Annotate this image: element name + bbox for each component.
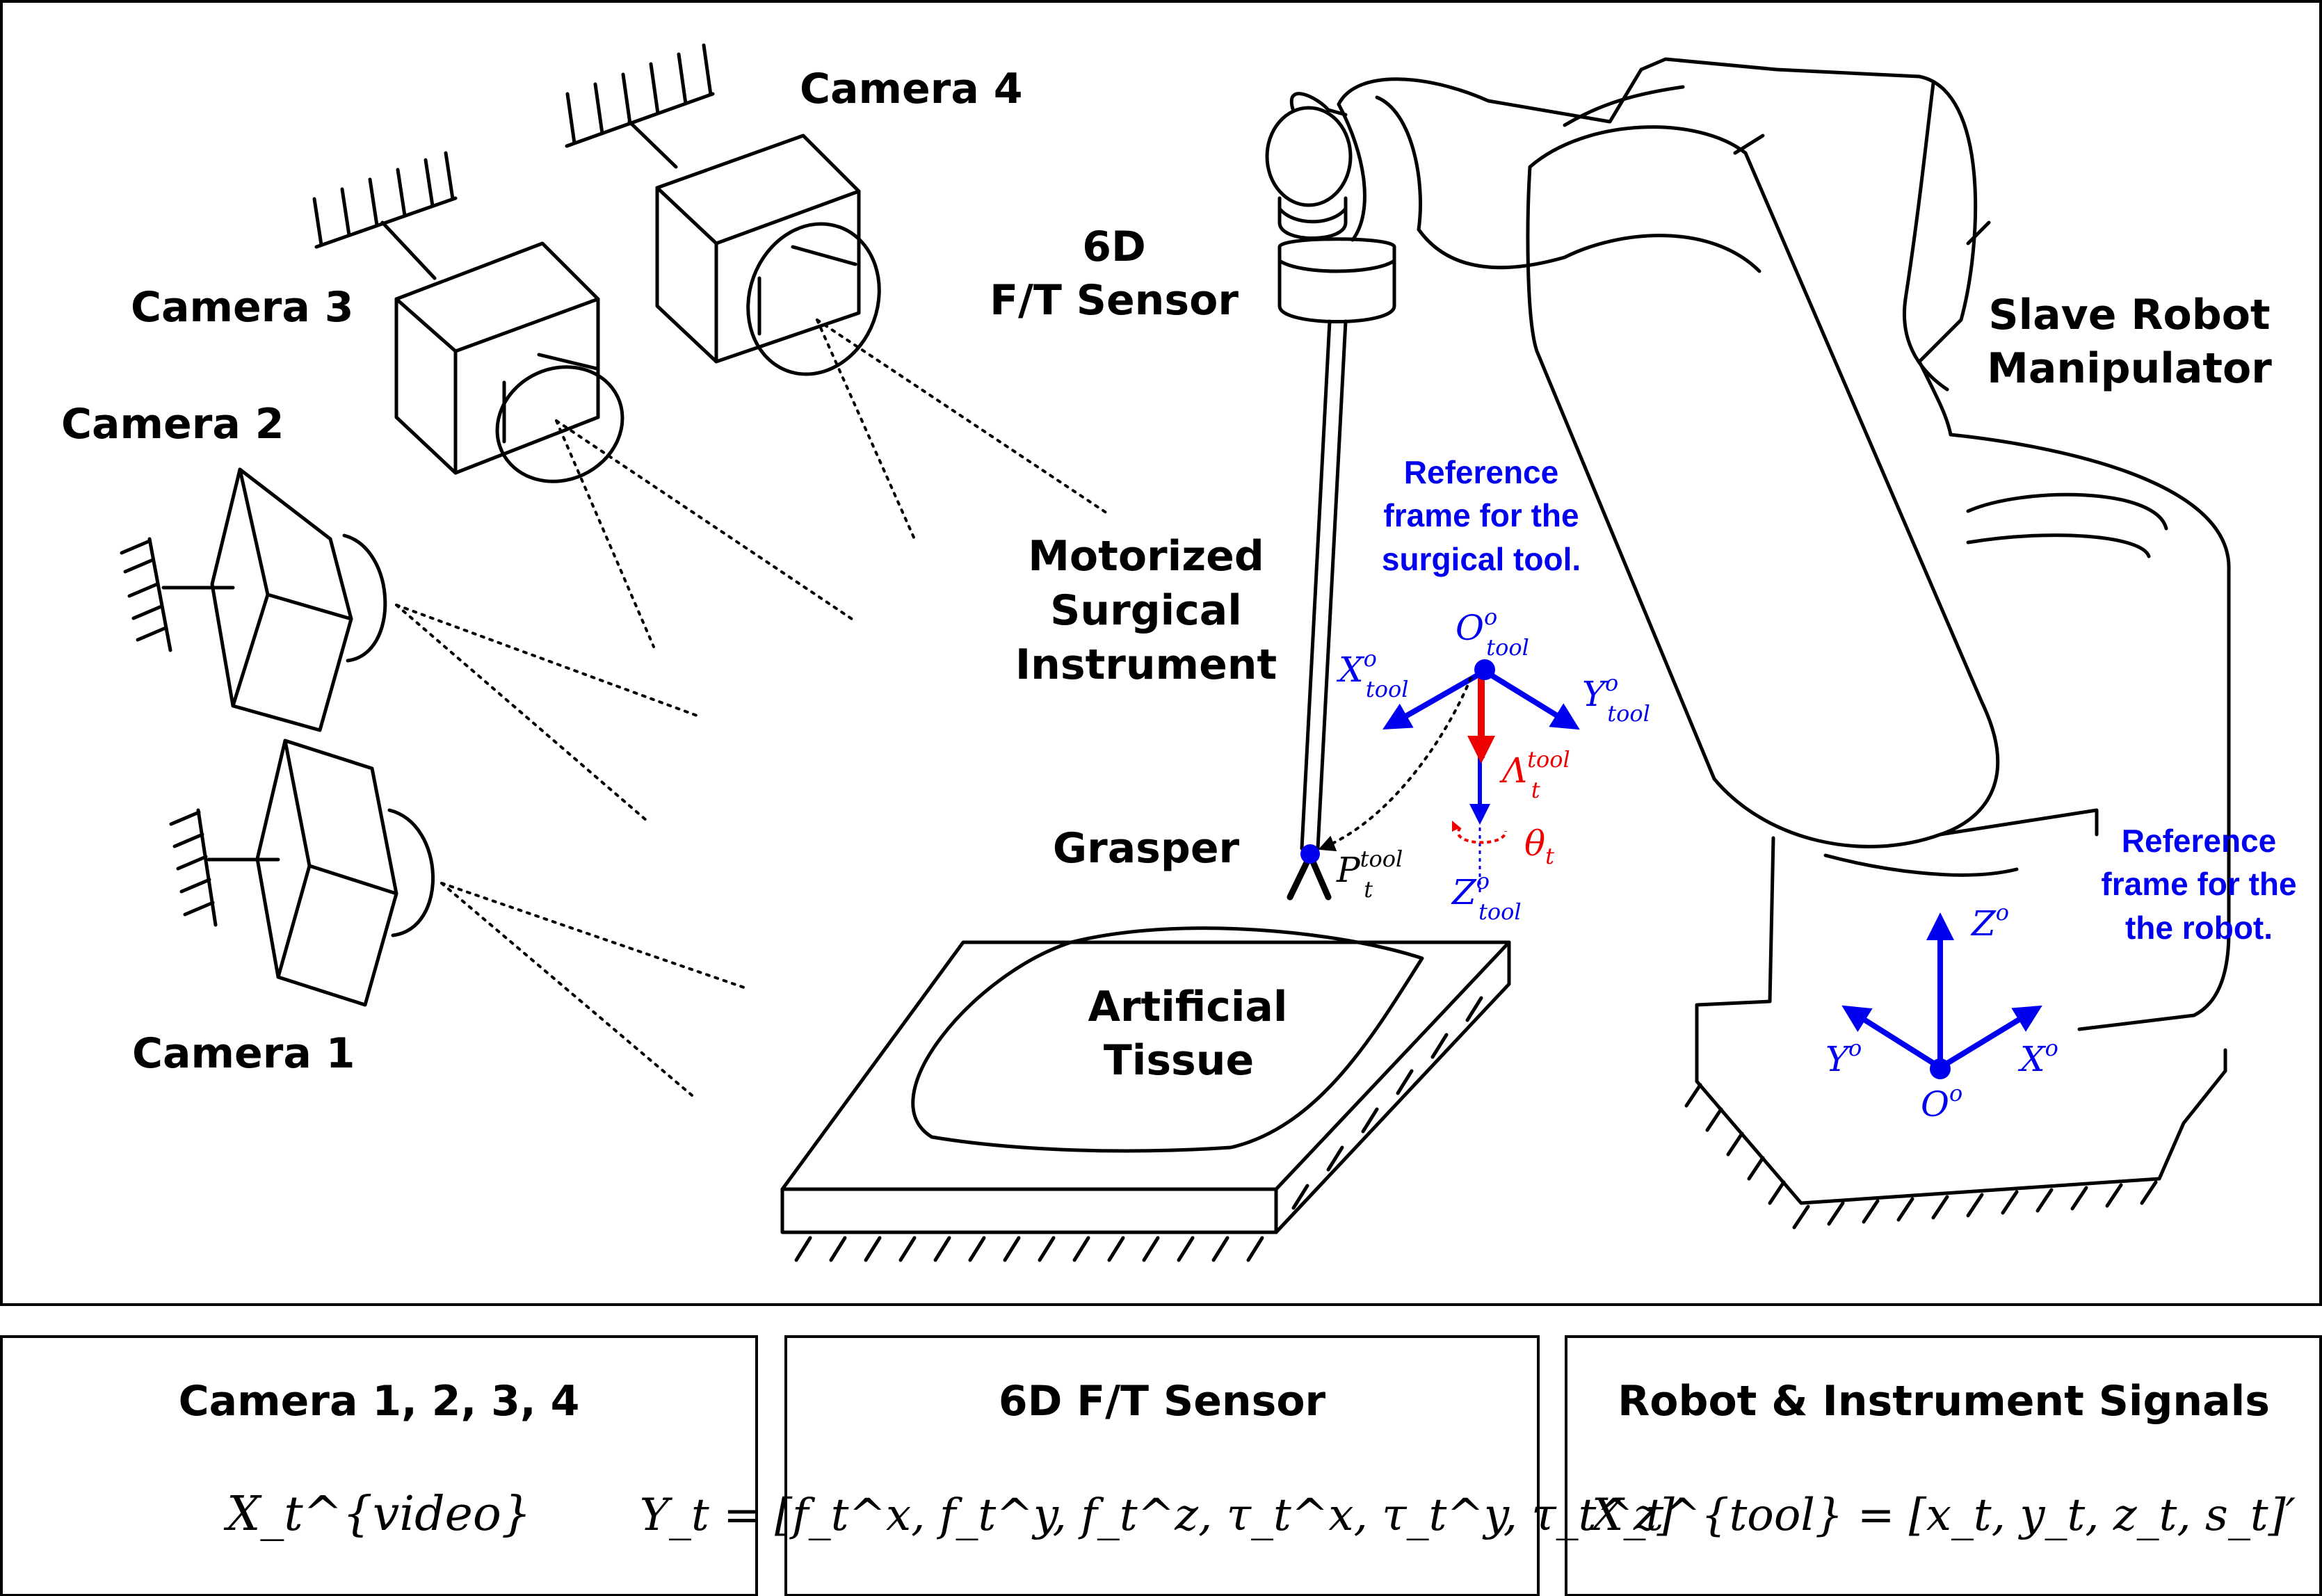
instrument-label-line3: Instrument <box>1015 640 1277 689</box>
tool-reference-frame <box>1318 659 1580 894</box>
camera-2-label: Camera 2 <box>61 400 284 449</box>
tissue-label-line2: Tissue <box>1104 1036 1254 1085</box>
camera-1-label: Camera 1 <box>132 1029 355 1078</box>
robot-frame-note-line2: frame for the <box>2101 866 2296 902</box>
instrument-label-line1: Motorized <box>1028 532 1264 581</box>
camera-1-illustration <box>169 739 435 1007</box>
robot-origin-label: Oo <box>1921 1080 1962 1125</box>
robot-frame-note-line1: Reference <box>2122 823 2276 859</box>
robot-label-line2: Manipulator <box>1987 344 2272 393</box>
ft-sensor-label-line2: F/T Sensor <box>990 276 1239 325</box>
rotation-theta-label: θt <box>1524 823 1554 869</box>
panel-ft-sensor-formula: Y_t = [f_t^x, f_t^y, f_t^z, τ_t^x, τ_t^y… <box>640 1490 1685 1541</box>
grasper-label: Grasper <box>1053 824 1240 873</box>
panel-cameras-formula: X_t^{video} <box>223 1487 531 1542</box>
panel-ft-sensor-title: 6D F/T Sensor <box>999 1377 1326 1426</box>
grasper-illustration <box>1287 844 1332 901</box>
instrument-label-line2: Surgical <box>1050 586 1242 635</box>
robot-y-axis-label: Yo <box>1825 1035 1862 1079</box>
ft-sensor-label-line1: 6D <box>1082 223 1146 271</box>
tissue-label-line1: Artificial <box>1088 983 1288 1031</box>
camera-2-illustration <box>120 467 387 732</box>
robot-z-axis-label: Zo <box>1970 899 2009 944</box>
panel-robot-signals-formula: X_t^{tool} = [x_t, y_t, z_t, s_t]′ <box>1588 1490 2296 1541</box>
robot-manipulator-illustration <box>1337 57 2231 1230</box>
robot-reference-frame <box>1841 912 2042 1079</box>
panel-cameras-box <box>0 1335 758 1596</box>
panel-robot-signals-title: Robot & Instrument Signals <box>1618 1377 2270 1426</box>
scene-frame <box>0 0 2322 1306</box>
camera-3-illustration <box>312 151 624 483</box>
artificial-tissue-platform <box>780 926 1511 1262</box>
camera-4-label: Camera 4 <box>800 65 1022 113</box>
surgical-instrument-shaft <box>1300 319 1348 851</box>
panel-ft-sensor-box <box>784 1335 1540 1596</box>
camera-3-label: Camera 3 <box>131 283 353 332</box>
panel-robot-signals-box <box>1565 1335 2322 1596</box>
tool-frame-note-line3: surgical tool. <box>1382 541 1581 577</box>
robot-frame-note-line3: the robot. <box>2125 910 2273 946</box>
tool-frame-note-line1: Reference <box>1404 454 1558 490</box>
robot-label-line1: Slave Robot <box>1988 291 2270 339</box>
camera-4-illustration <box>565 43 881 376</box>
ft-sensor-illustration <box>1265 92 1396 323</box>
panel-cameras-title: Camera 1, 2, 3, 4 <box>179 1377 580 1426</box>
tool-frame-note-line2: frame for the <box>1383 497 1579 533</box>
robot-x-axis-label: Xo <box>2017 1035 2058 1079</box>
